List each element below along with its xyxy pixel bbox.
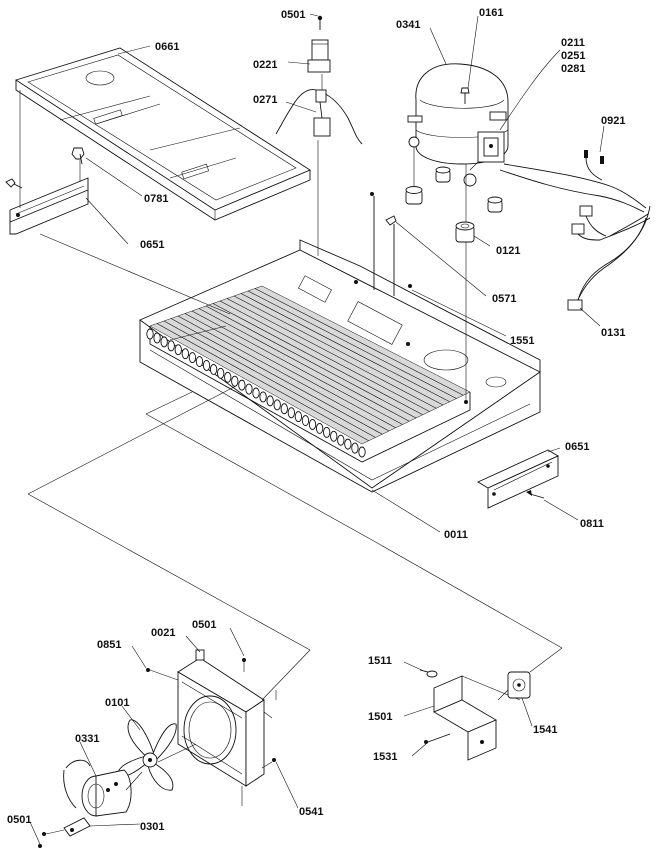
relay-0221 xyxy=(307,39,331,73)
label-0541: 0541 xyxy=(299,806,323,818)
label-0221: 0221 xyxy=(253,59,277,71)
label-0851: 0851 xyxy=(97,639,121,651)
label-0021: 0021 xyxy=(151,627,175,639)
grommet-b xyxy=(435,166,451,183)
screw-0501-top xyxy=(317,15,323,30)
thermostat-1541 xyxy=(497,671,531,701)
label-1511: 1511 xyxy=(368,655,392,667)
wire-harness-0131 xyxy=(499,150,651,311)
fan-shroud-0021 xyxy=(146,649,277,806)
bracket-0651-left xyxy=(9,90,89,235)
label-0811: 0811 xyxy=(580,518,604,530)
label-0211: 0211 xyxy=(561,37,585,49)
label-0501-mid: 0501 xyxy=(192,619,216,631)
start-relay-0211 xyxy=(469,131,505,171)
label-0571: 0571 xyxy=(492,293,516,305)
label-0161: 0161 xyxy=(479,7,503,19)
grommet-0121 xyxy=(455,221,475,243)
label-1551: 1551 xyxy=(510,335,534,347)
label-0651-right: 0651 xyxy=(565,441,589,453)
leader-lines xyxy=(27,13,605,845)
label-1501: 1501 xyxy=(368,711,392,723)
label-0121: 0121 xyxy=(496,245,520,257)
label-0251: 0251 xyxy=(561,50,585,62)
motor-bracket-0301 xyxy=(38,817,91,848)
label-0501-bottom: 0501 xyxy=(7,814,31,826)
label-0341: 0341 xyxy=(396,19,420,31)
screw-0781 xyxy=(71,147,85,165)
label-0281: 0281 xyxy=(561,63,585,75)
grommet-a xyxy=(405,186,423,205)
label-0301: 0301 xyxy=(140,821,164,833)
part-labels: 0501 0661 0221 0341 0161 0211 0251 0281 … xyxy=(7,7,625,833)
label-0131: 0131 xyxy=(601,327,625,339)
screw-0571 xyxy=(370,192,397,296)
label-0331: 0331 xyxy=(75,733,99,745)
bracket-0651-right xyxy=(477,449,559,509)
label-0651-left: 0651 xyxy=(140,239,164,251)
screw-1531 xyxy=(424,733,451,744)
label-0501-top: 0501 xyxy=(281,9,305,21)
cover-panel-0661 xyxy=(14,47,311,221)
label-1541: 1541 xyxy=(533,724,557,736)
screw-left xyxy=(5,178,23,189)
bracket-1501 xyxy=(433,675,521,761)
label-0011: 0011 xyxy=(444,529,468,541)
label-0781: 0781 xyxy=(144,193,168,205)
label-0271: 0271 xyxy=(253,94,277,106)
label-0661: 0661 xyxy=(155,41,179,53)
fan-blade-0101 xyxy=(117,719,197,791)
overload-0271 xyxy=(275,74,363,256)
grommet-c xyxy=(487,196,503,213)
switch-1511 xyxy=(419,669,438,678)
screw-0161 xyxy=(460,87,470,104)
label-0921: 0921 xyxy=(601,115,625,127)
label-0101: 0101 xyxy=(105,697,129,709)
condenser-coil xyxy=(146,285,471,463)
screw-0811 xyxy=(526,490,545,499)
label-1531: 1531 xyxy=(373,751,397,763)
